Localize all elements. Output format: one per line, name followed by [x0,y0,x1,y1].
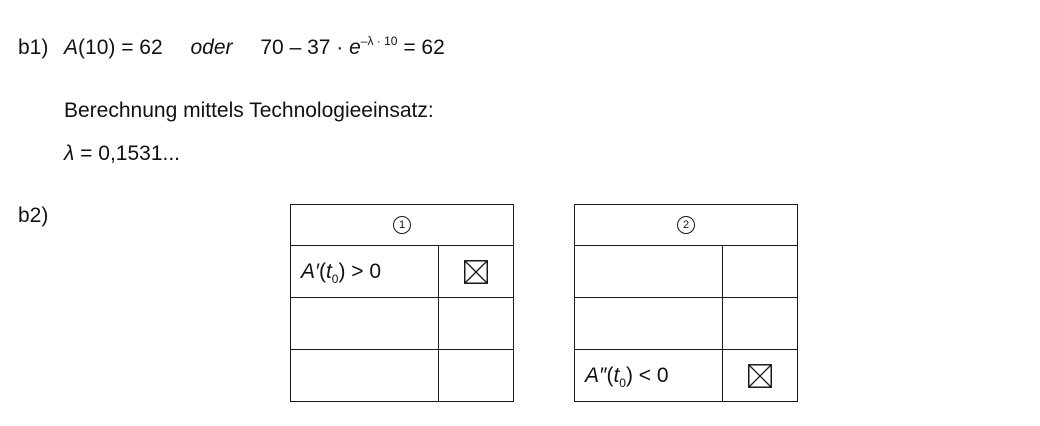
lhs-function: A [64,36,79,59]
part-b2-label: b2) [18,204,49,227]
statement-cell: A′(t0) > 0 [290,245,439,298]
statement-cell [574,245,723,298]
statement-cell [574,297,723,350]
expression-end: = 62 [397,36,445,59]
checkbox-cell[interactable] [722,349,798,402]
statement-cell [290,349,439,402]
table-row [574,297,798,350]
table-1-header: 1 [290,204,514,246]
checked-box-icon[interactable] [748,363,772,388]
expression-start: 70 – 37 · [260,36,350,59]
exponent: –λ · 10 [360,34,398,48]
checkbox-cell[interactable] [438,297,514,350]
checked-box-icon[interactable] [464,259,488,284]
table-row [290,349,514,402]
table-row: A′(t0) > 0 [290,245,514,298]
lambda-value: = 0,1531... [74,142,181,165]
table-row: A″(t0) < 0 [574,349,798,402]
choice-table-1: 1 A′(t0) > 0 [290,204,514,402]
checkbox-cell[interactable] [722,245,798,298]
checkbox-cell[interactable] [438,245,514,298]
part-b1-label: b1) [18,36,49,59]
lhs-argument: (10) = 62 [78,36,163,59]
lambda-symbol: λ [64,142,75,165]
table-row [574,245,798,298]
method-text: Berechnung mittels Technologieeinsatz: [64,99,434,122]
checkbox-cell[interactable] [722,297,798,350]
b1-equation: A(10) = 62 oder 70 – 37 · e–λ · 10 = 62 [64,34,445,60]
statement-cell: A″(t0) < 0 [574,349,723,402]
connector-word: oder [190,36,233,59]
table-row [290,297,514,350]
table-2-header: 2 [574,204,798,246]
choice-table-2: 2 A″(t0) < 0 [574,204,798,402]
circled-number-2: 2 [677,216,695,235]
checkbox-cell[interactable] [438,349,514,402]
statement-cell [290,297,439,350]
circled-number-1: 1 [393,216,411,235]
exp-base: e [349,36,361,59]
b1-result: λ = 0,1531... [64,142,180,166]
